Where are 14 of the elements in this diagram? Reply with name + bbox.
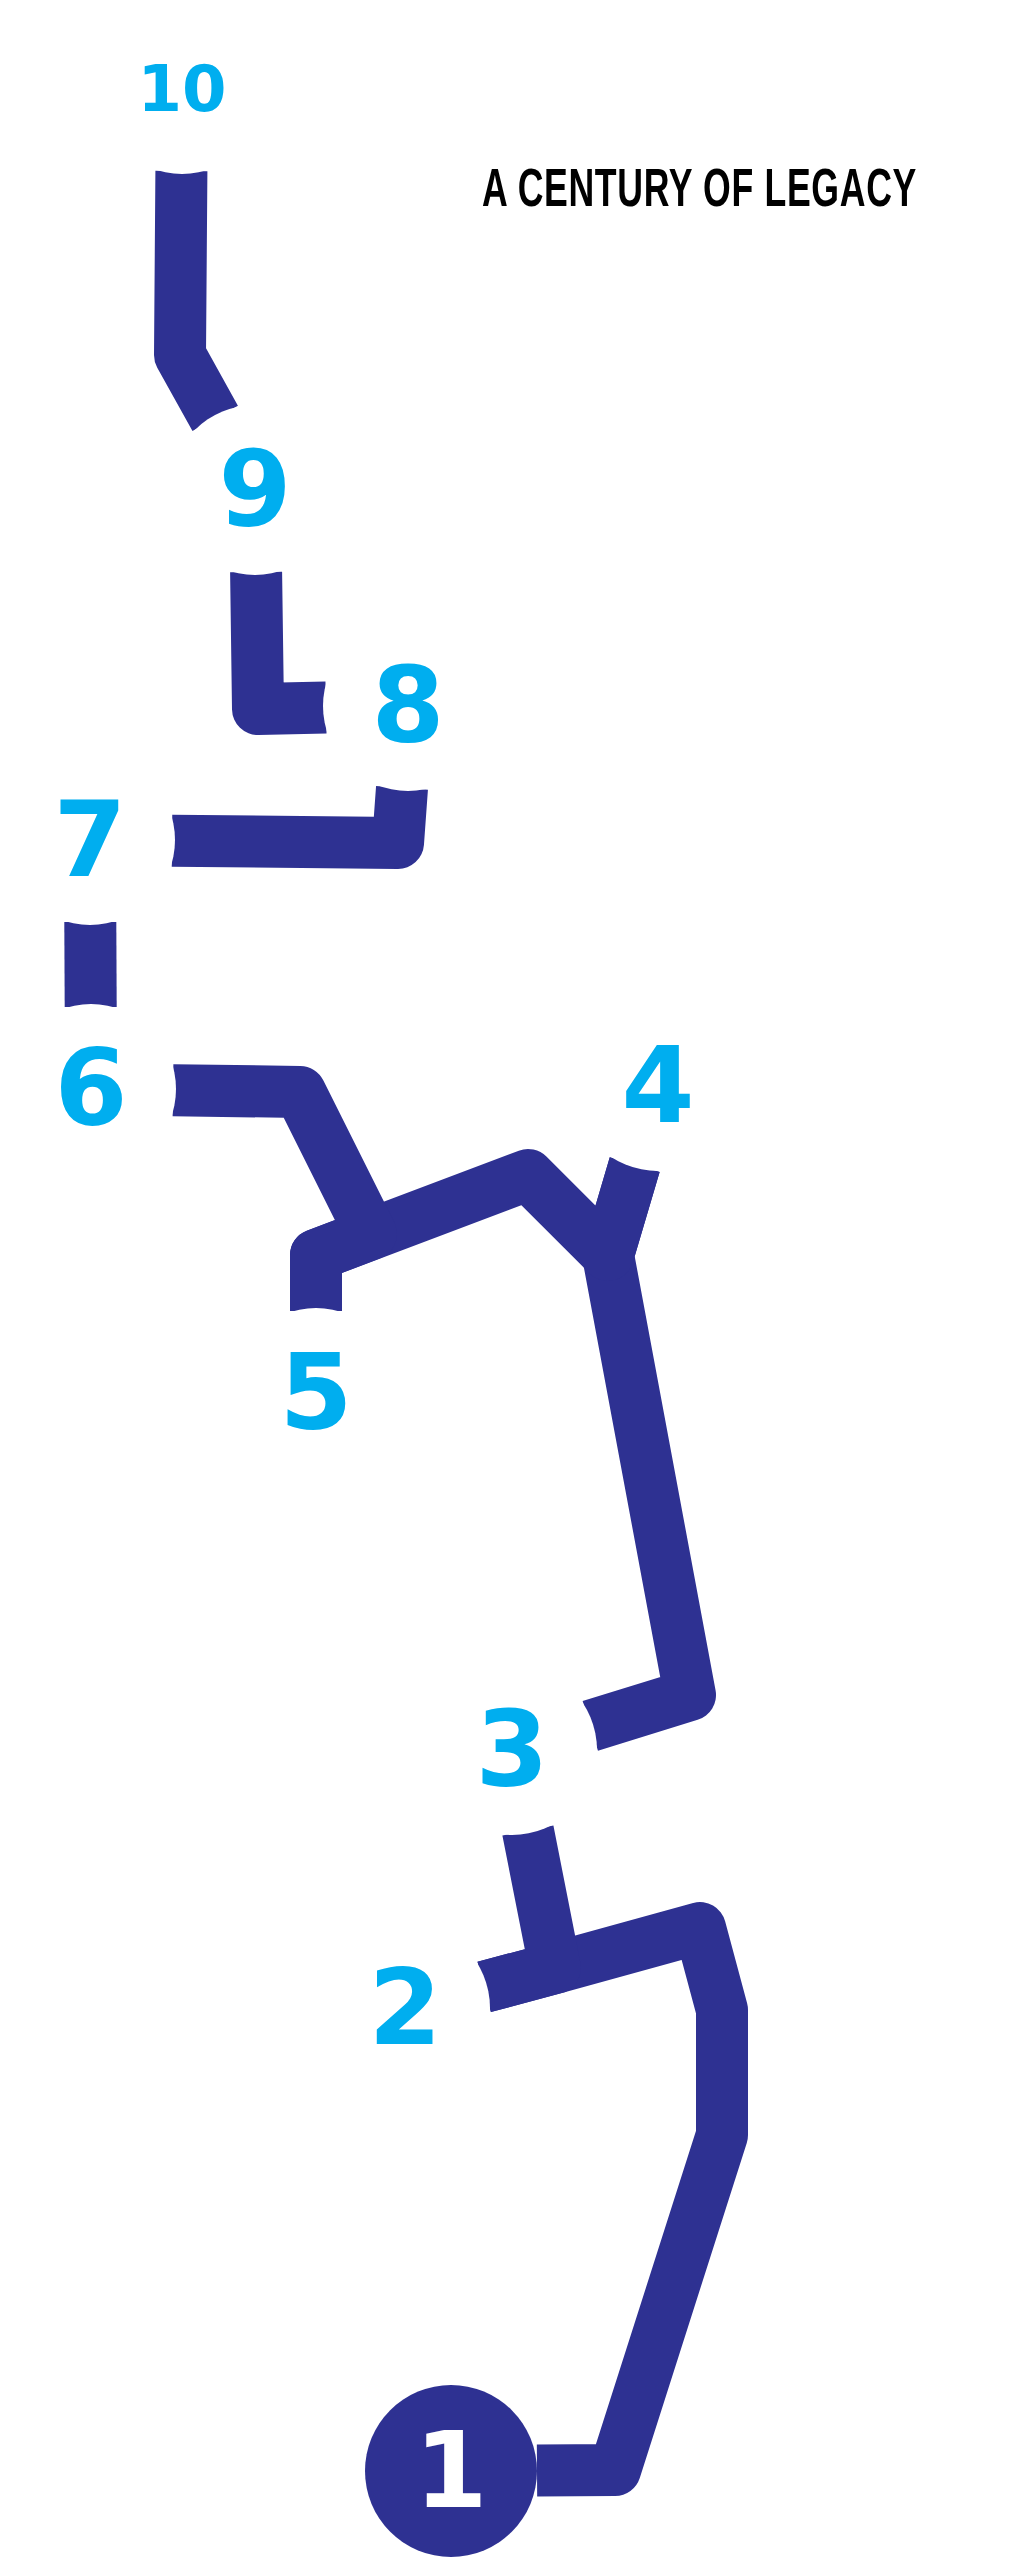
route-line [64,921,117,1008]
stop-number: 4 [621,1033,695,1139]
route-line [171,785,428,869]
stop-number: 3 [475,1697,549,1803]
stop-number: 7 [53,787,127,893]
stop-number: 6 [54,1036,128,1142]
stop-number: 5 [279,1340,353,1446]
stop-number: 2 [368,1955,442,2061]
title: A CENTURY OF LEGACY [482,160,917,214]
stop-number: 9 [218,437,292,543]
route-line [230,571,327,735]
stop-number: 1 [414,2418,488,2524]
stop-number: 10 [137,57,227,121]
stop-number: 8 [371,653,445,759]
